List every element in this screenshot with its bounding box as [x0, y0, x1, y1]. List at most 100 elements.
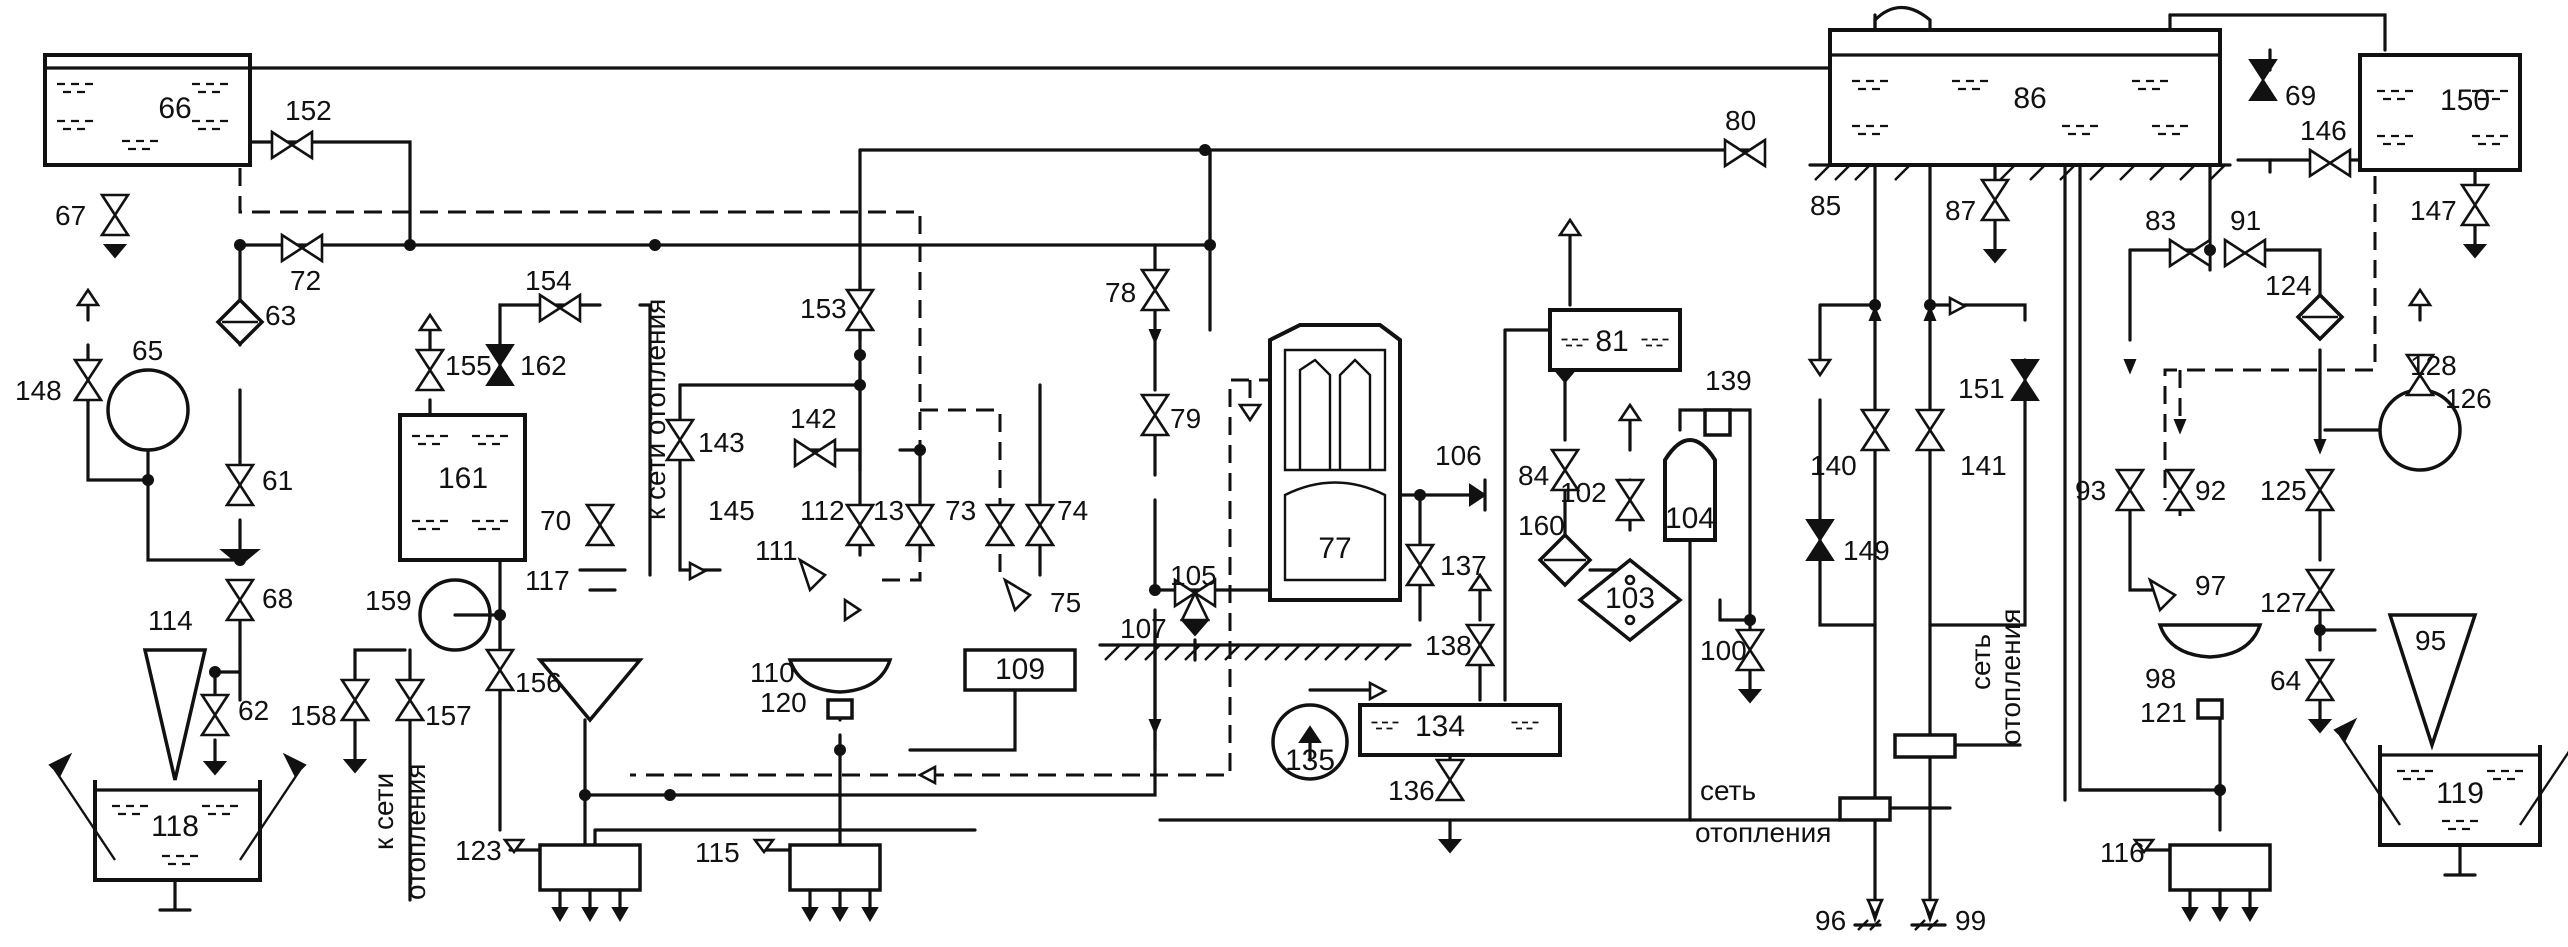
label-150: 150 [2440, 84, 2490, 117]
fitting-heating-1 [1838, 796, 1892, 822]
pump-65 [106, 368, 190, 452]
valve-69 [2248, 59, 2278, 101]
label-67: 67 [55, 200, 86, 231]
valve-147 [2459, 183, 2491, 227]
label-137: 137 [1440, 550, 1487, 581]
number-labels: 152 67 72 63 65 148 61 68 114 62 154 155… [15, 80, 2492, 936]
funnel-95 [2387, 613, 2478, 751]
label-115: 115 [695, 837, 740, 868]
label-114: 114 [148, 605, 193, 636]
valve-87 [1979, 178, 2011, 222]
label-161: 161 [438, 462, 488, 495]
valve-146 [2308, 147, 2352, 179]
label-156: 156 [515, 667, 562, 698]
label-128: 128 [2410, 350, 2457, 381]
label-107: 107 [1120, 613, 1167, 644]
label-74: 74 [1057, 495, 1088, 526]
label-143: 143 [698, 427, 745, 458]
label-95: 95 [2415, 625, 2446, 656]
label-135: 135 [1285, 744, 1335, 777]
tank-161: 161 [398, 413, 527, 562]
label-80: 80 [1725, 105, 1756, 136]
valve-102 [1614, 478, 1646, 522]
valve-162 [485, 344, 515, 386]
label-62: 62 [238, 695, 269, 726]
valve-137 [1404, 543, 1436, 587]
label-97: 97 [2195, 570, 2226, 601]
label-134: 134 [1415, 710, 1465, 743]
label-120: 120 [760, 687, 807, 718]
label-119: 119 [2436, 777, 2484, 810]
label-159: 159 [365, 585, 412, 616]
valve-143 [664, 418, 696, 462]
tank-81: 81 [1548, 308, 1682, 372]
valve-13 [904, 503, 936, 547]
label-110: 110 [750, 657, 795, 688]
heating-net-note-2b: отопления [400, 764, 431, 900]
label-70: 70 [540, 505, 571, 536]
label-147: 147 [2410, 195, 2457, 226]
valve-126 [2404, 353, 2436, 397]
label-117: 117 [525, 565, 570, 596]
label-111: 111 [755, 535, 798, 566]
valve-100 [1734, 628, 1766, 672]
label-148: 148 [15, 375, 62, 406]
label-162: 162 [520, 350, 567, 381]
tank-86: 86 [1828, 28, 2222, 167]
label-121: 121 [2140, 697, 2187, 728]
label-100: 100 [1700, 635, 1747, 666]
valve-151 [2010, 359, 2040, 401]
label-63: 63 [265, 300, 296, 331]
label-98: 98 [2145, 663, 2176, 694]
valve-152 [270, 129, 314, 161]
filter-63 [215, 297, 265, 347]
label-105: 105 [1170, 560, 1217, 591]
valve-148 [72, 358, 104, 402]
label-86: 86 [2013, 82, 2046, 115]
label-139: 139 [1705, 365, 1752, 396]
label-152: 152 [285, 95, 332, 126]
label-68: 68 [262, 583, 293, 614]
label-149: 149 [1843, 535, 1890, 566]
label-112: 112 [800, 495, 845, 526]
valve-74 [1024, 503, 1056, 547]
valve-127 [2304, 568, 2336, 612]
tank-66: 66 [43, 53, 252, 167]
valve-154 [538, 292, 582, 324]
drain-116 [2132, 838, 2272, 922]
valve-68 [224, 578, 256, 622]
label-140: 140 [1810, 450, 1857, 481]
label-154: 154 [525, 265, 572, 296]
heating-net-note-3a: сеть [1700, 775, 1756, 806]
valve-78 [1139, 268, 1171, 312]
label-109: 109 [995, 653, 1045, 686]
valve-155 [414, 348, 446, 392]
label-136: 136 [1388, 775, 1435, 806]
label-79: 79 [1170, 403, 1201, 434]
label-13: 13 [873, 495, 904, 526]
label-64: 64 [2270, 665, 2301, 696]
label-153: 153 [800, 293, 847, 324]
label-75: 75 [1050, 587, 1081, 618]
drain-115 [752, 838, 882, 922]
main-pipes [86, 6, 2477, 917]
label-93: 93 [2075, 475, 2106, 506]
valve-93 [2114, 468, 2146, 512]
fitting-heating-2 [1893, 733, 1957, 759]
valve-140 [1859, 408, 1891, 452]
valve-79 [1139, 393, 1171, 437]
junction-dots [142, 144, 2326, 801]
label-155: 155 [445, 350, 492, 381]
valve-158 [339, 678, 371, 722]
valve-141 [1914, 408, 1946, 452]
valve-92 [2164, 468, 2196, 512]
label-103: 103 [1605, 582, 1655, 615]
sink-110 [787, 658, 893, 720]
valve-62 [199, 693, 231, 737]
valve-67 [99, 193, 131, 237]
label-126: 126 [2445, 383, 2492, 414]
label-123: 123 [455, 835, 502, 866]
boiler-77: 77 [1268, 323, 1402, 602]
box-139 [1703, 408, 1732, 437]
label-65: 65 [132, 335, 163, 366]
